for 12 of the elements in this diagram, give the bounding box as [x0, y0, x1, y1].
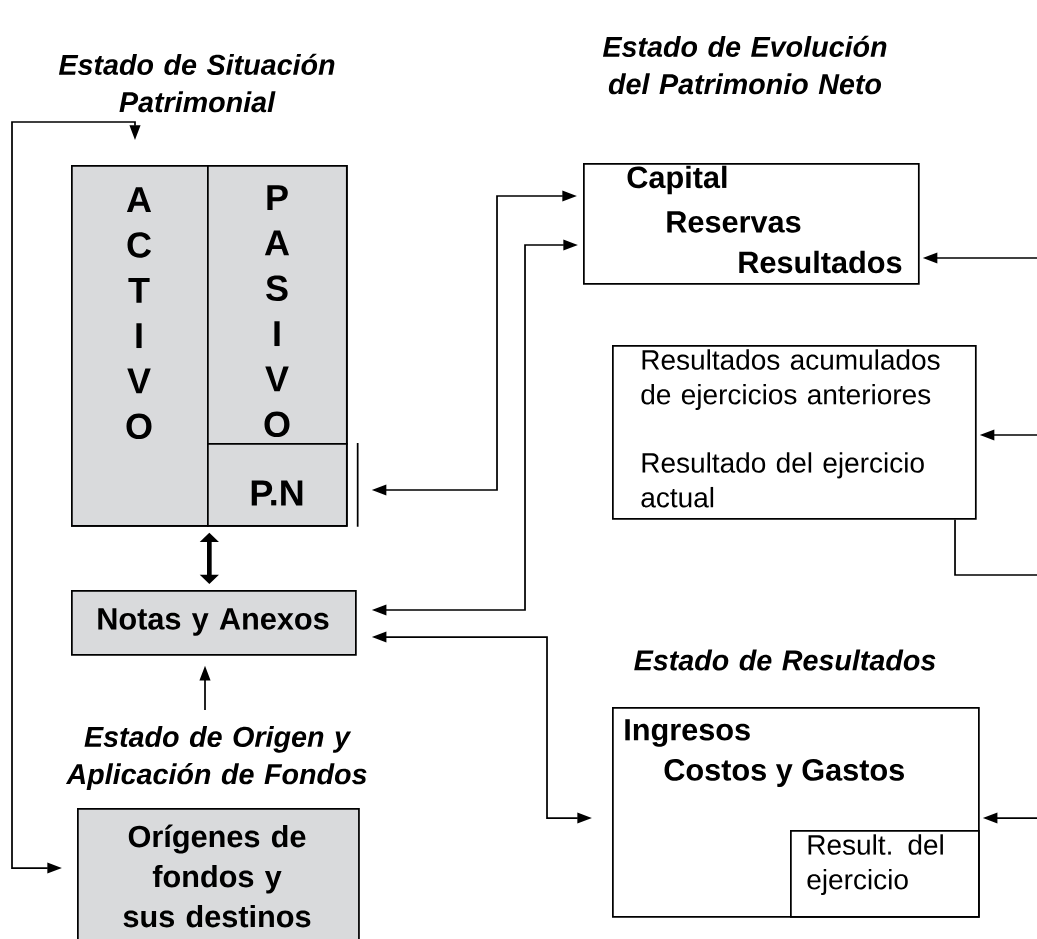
statement-heading: Estado de Origen y Aplicación de Fondos — [65, 726, 367, 791]
statement-box: Notas y Anexos — [71, 590, 357, 656]
statement-box: Orígenes de fondos y sus destinos — [77, 808, 360, 939]
statement-box: P.N — [207, 443, 348, 527]
statement-box: Resultados acumulados de ejercicios anteriores Resultado del ejercicio actual — [612, 345, 977, 520]
statement-box: Result. del ejercicio — [790, 830, 980, 918]
statement-heading: Estado de Situación Patrimonial — [58, 53, 335, 113]
statement-heading: Estado de Evolución del Patrimonio Neto — [602, 35, 887, 95]
connector-line — [954, 518, 1037, 576]
statement-box: Capital Reservas Resultados — [583, 163, 920, 285]
arrow — [11, 121, 141, 874]
statement-heading: Estado de Resultados — [634, 649, 936, 671]
